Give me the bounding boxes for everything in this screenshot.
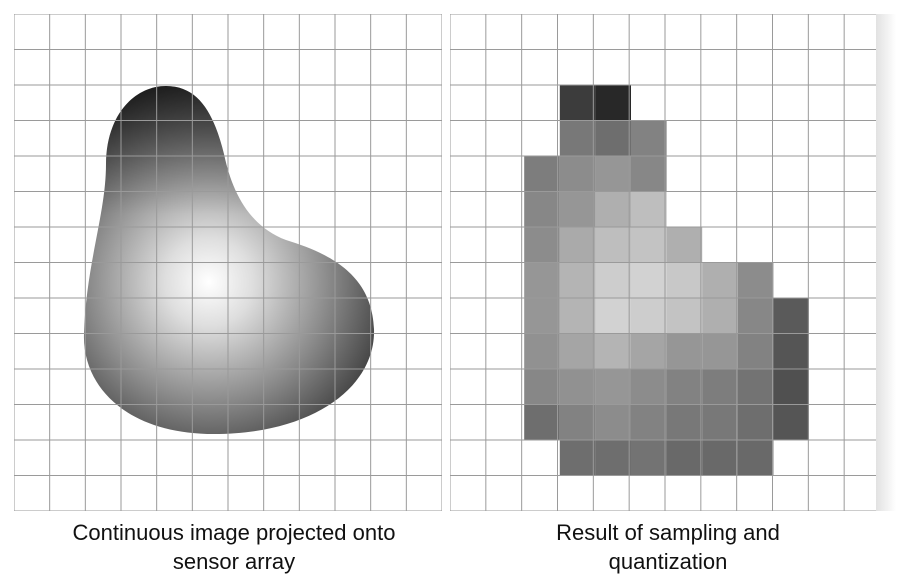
page-edge-shadow <box>876 14 896 511</box>
quantized-pixel <box>559 298 596 334</box>
quantized-pixel <box>595 85 631 121</box>
quantized-pixel <box>595 404 631 440</box>
quantized-pixel <box>595 262 631 298</box>
quantized-pixel <box>666 298 703 334</box>
quantized-pixel <box>773 404 809 440</box>
quantized-pixel <box>666 333 703 369</box>
quantized-pixel <box>595 227 631 263</box>
quantized-pixel <box>631 120 667 156</box>
quantized-pixel <box>595 120 631 156</box>
quantized-pixel <box>524 298 560 334</box>
quantized-pixel <box>666 369 703 405</box>
quantized-pixel <box>524 369 560 405</box>
quantized-pixel <box>559 191 596 227</box>
quantized-pixel <box>595 333 631 369</box>
quantized-pixel <box>773 298 809 334</box>
quantized-pixel <box>666 404 703 440</box>
quantized-pixel <box>666 227 703 263</box>
continuous-image-panel <box>14 14 442 511</box>
quantized-pixel <box>702 369 738 405</box>
quantized-pixel <box>559 404 596 440</box>
quantized-pixel <box>702 298 738 334</box>
continuous-image-figure <box>14 14 442 511</box>
quantized-pixel <box>631 298 667 334</box>
quantized-pixel <box>524 227 560 263</box>
quantized-pixel <box>702 440 738 476</box>
quantized-pixel <box>559 262 596 298</box>
left-caption-line1: Continuous image projected onto <box>72 520 396 545</box>
quantized-pixel <box>524 191 560 227</box>
sampled-image-panel <box>450 14 880 511</box>
quantized-pixel <box>773 333 809 369</box>
quantized-pixel <box>595 440 631 476</box>
quantized-pixel <box>631 191 667 227</box>
quantized-pixel <box>737 298 774 334</box>
sampling-grid <box>450 14 880 511</box>
quantized-pixel <box>595 369 631 405</box>
quantized-pixel <box>559 85 596 121</box>
quantized-pixel <box>773 369 809 405</box>
right-caption-line2: quantization <box>608 549 728 574</box>
quantized-pixel <box>737 369 774 405</box>
quantized-pixel <box>559 156 596 192</box>
right-caption-line1: Result of sampling and <box>556 520 780 545</box>
quantized-pixel <box>702 262 738 298</box>
quantized-pixel <box>524 404 560 440</box>
quantized-pixel <box>559 333 596 369</box>
quantized-pixel <box>631 227 667 263</box>
quantized-pixel <box>737 440 774 476</box>
left-caption-line2: sensor array <box>172 549 296 574</box>
quantized-pixel <box>524 333 560 369</box>
quantized-pixel <box>737 404 774 440</box>
sampled-image-figure <box>450 14 880 511</box>
right-caption: Result of sampling and quantization <box>450 518 886 576</box>
quantized-pixel <box>631 369 667 405</box>
quantized-pixel <box>631 404 667 440</box>
quantized-pixel <box>559 440 596 476</box>
quantized-pixel <box>559 227 596 263</box>
quantized-pixel <box>702 333 738 369</box>
quantized-pixel <box>595 156 631 192</box>
blob-top-shading <box>83 86 375 434</box>
quantized-pixel <box>595 298 631 334</box>
quantized-pixel <box>631 440 667 476</box>
quantized-pixel <box>666 262 703 298</box>
quantized-pixel <box>524 262 560 298</box>
quantized-pixel <box>595 191 631 227</box>
quantized-pixel <box>702 404 738 440</box>
sensor-array-grid <box>14 14 442 511</box>
quantized-pixel <box>559 120 596 156</box>
quantized-pixel <box>737 333 774 369</box>
quantized-pixel <box>631 262 667 298</box>
quantized-pixel <box>737 262 774 298</box>
left-caption: Continuous image projected onto sensor a… <box>14 518 454 576</box>
quantized-pixel <box>559 369 596 405</box>
quantized-pixel <box>666 440 703 476</box>
quantized-pixel <box>524 156 560 192</box>
quantized-cells <box>524 85 809 476</box>
quantized-pixel <box>631 333 667 369</box>
quantized-pixel <box>631 156 667 192</box>
